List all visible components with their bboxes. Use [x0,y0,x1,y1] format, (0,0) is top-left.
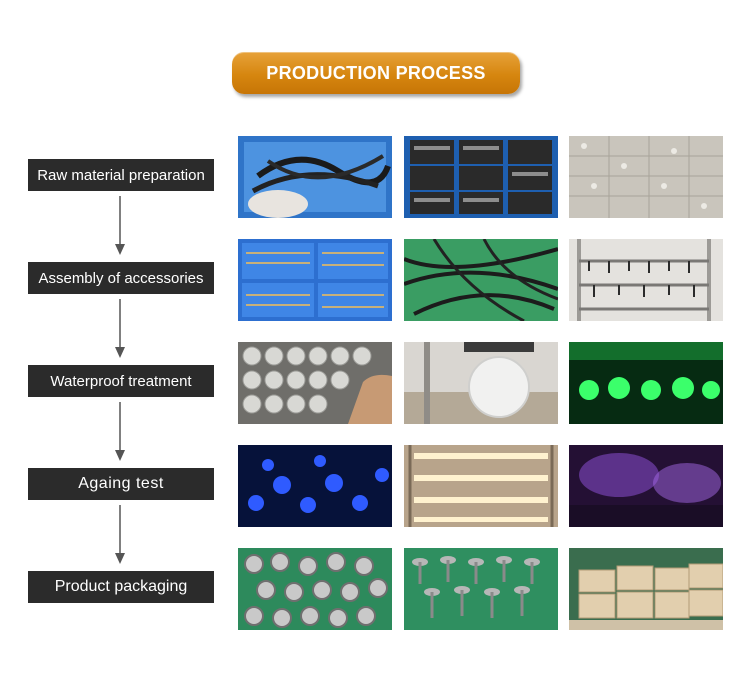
step-label: Assembly of accessories [38,269,204,287]
step-waterproof: Waterproof treatment [28,365,214,397]
potting-machine-photo [404,342,558,424]
blue-trays-parts-photo [238,239,392,321]
section-title: PRODUCTION PROCESS [266,62,486,83]
finished-lights-photo [238,548,392,630]
rack-assembly-photo [569,239,723,321]
section-title-banner: PRODUCTION PROCESS [232,52,520,94]
down-arrow-icon [115,196,125,255]
step-packaging: Product packaging [28,571,214,603]
step-label: Product packaging [54,578,188,595]
step-assembly: Assembly of accessories [28,262,214,294]
down-arrow-icon [115,299,125,358]
lamp-array-photo [238,342,392,424]
purple-glow-test-photo [569,445,723,527]
carton-boxes-photo [569,548,723,630]
step-label: Againg test [78,475,164,492]
step-aging-test: Againg test [28,468,214,500]
blue-glow-test-photo [238,445,392,527]
down-arrow-icon [115,505,125,564]
blue-bin-cables-photo [238,136,392,218]
wiring-bundle-photo [404,239,558,321]
blue-crates-boards-photo [404,136,558,218]
green-glow-test-photo [569,342,723,424]
warm-light-rack-photo [404,445,558,527]
led-board-panel-photo [569,136,723,218]
down-arrow-icon [115,402,125,461]
step-label: Waterproof treatment [50,372,192,390]
step-label: Raw material preparation [37,166,205,184]
standing-lights-photo [404,548,558,630]
step-raw-material: Raw material preparation [28,159,214,191]
